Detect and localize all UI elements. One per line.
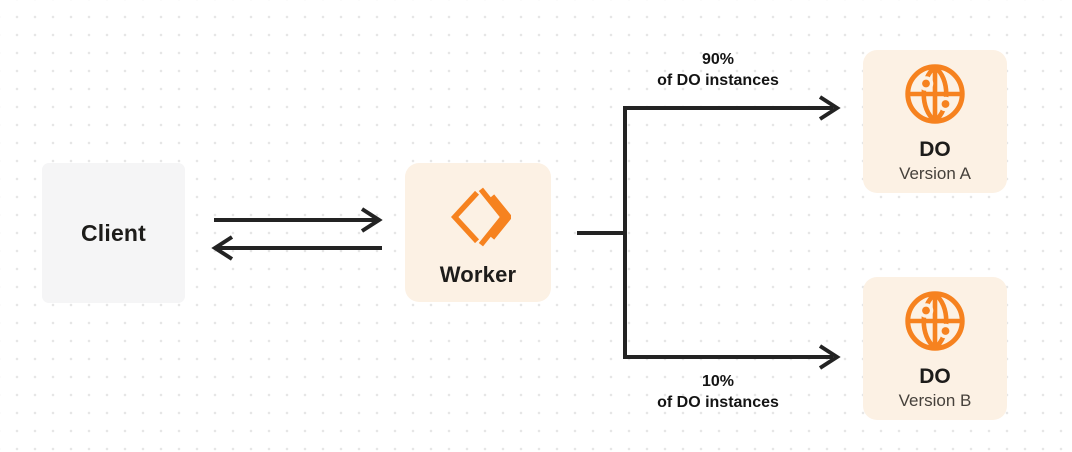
do-a-title: DO	[919, 138, 951, 161]
bottom-branch-arrowhead	[818, 344, 841, 370]
do-version-a-node: DO Version A	[863, 50, 1007, 193]
bottom-branch-caption: of DO instances	[657, 394, 779, 411]
worker-label: Worker	[439, 262, 517, 287]
do-b-subtitle: Version B	[898, 391, 972, 411]
bottom-branch-percent: 10%	[701, 373, 735, 390]
globe-icon	[905, 64, 965, 124]
workers-logo-icon	[451, 187, 511, 247]
client-label: Client	[80, 219, 147, 246]
do-version-b-node: DO Version B	[863, 277, 1007, 420]
top-branch-label: 90% of DO instances	[618, 49, 818, 91]
client-node: Client	[42, 163, 185, 303]
top-branch-caption: of DO instances	[657, 72, 779, 89]
bottom-branch-label: 10% of DO instances	[618, 371, 818, 413]
top-branch-arrowhead	[818, 95, 841, 121]
top-branch-percent: 90%	[701, 51, 735, 68]
globe-icon	[905, 291, 965, 351]
fork-connector	[577, 95, 841, 370]
response-arrow	[211, 235, 382, 261]
do-b-title: DO	[919, 365, 951, 388]
do-a-subtitle: Version A	[899, 164, 971, 184]
worker-node: Worker	[405, 163, 551, 302]
request-arrow	[214, 207, 383, 233]
